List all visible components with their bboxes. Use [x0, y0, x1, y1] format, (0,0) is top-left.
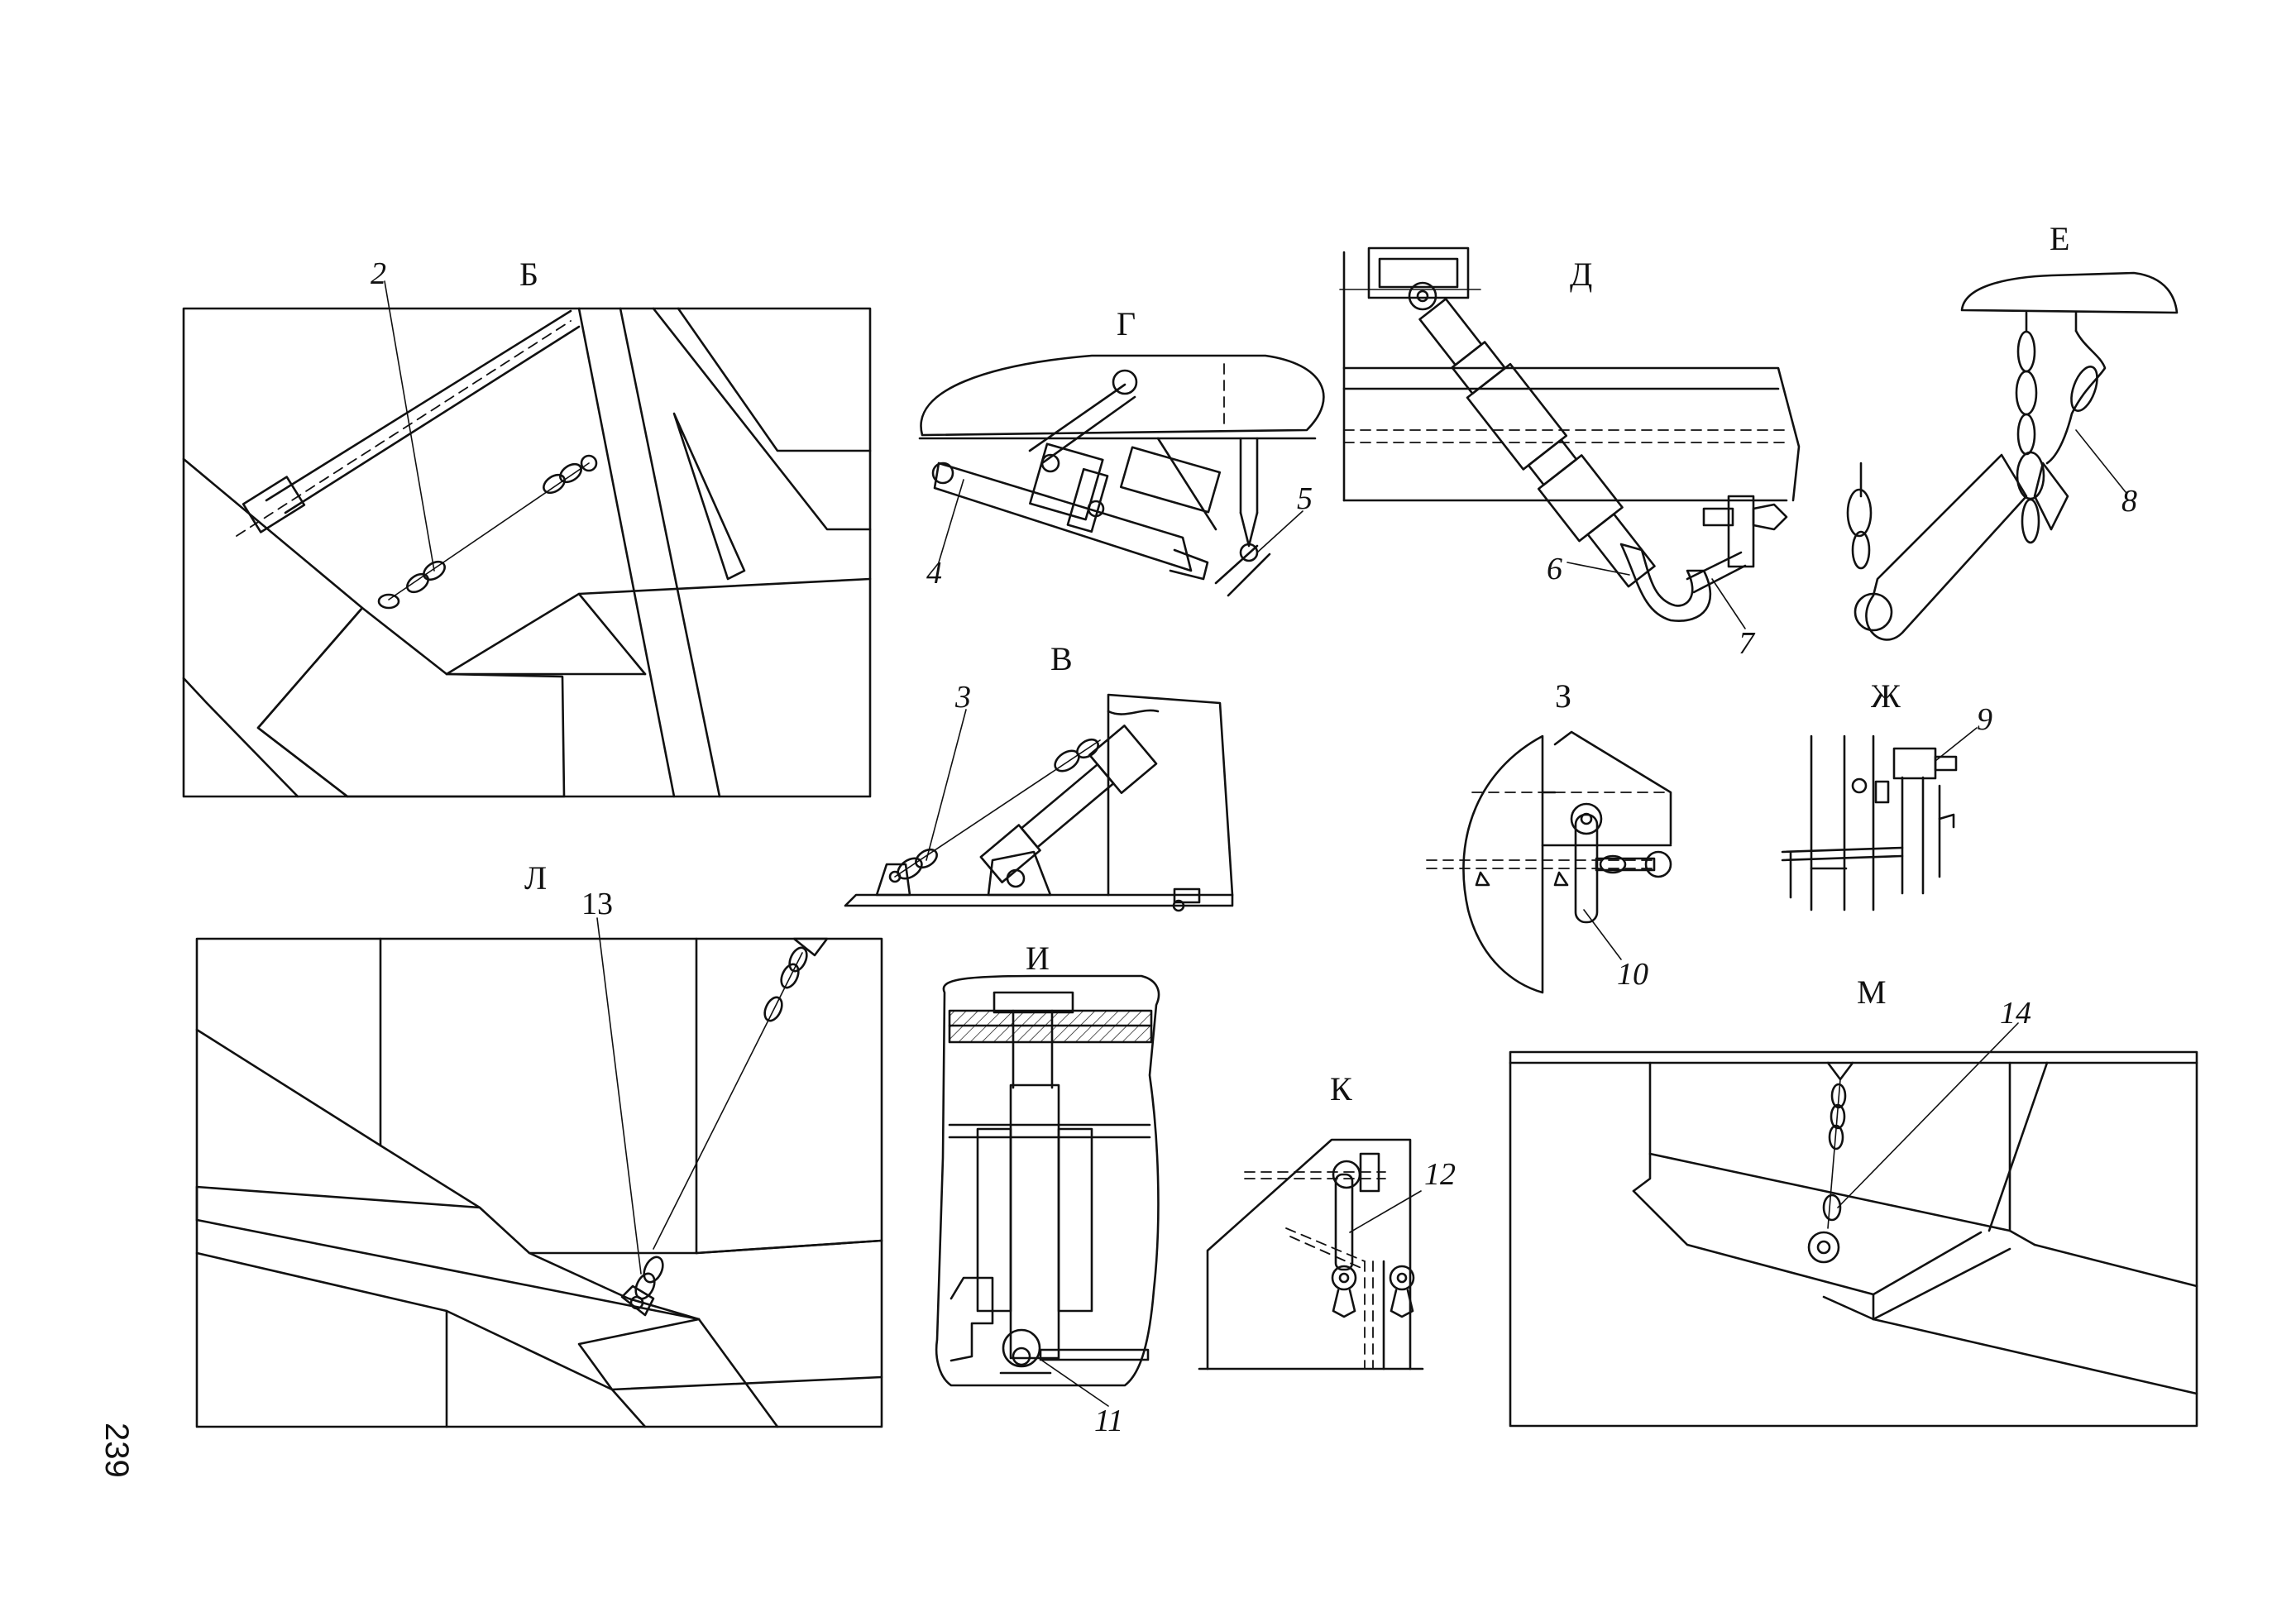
leader-5 — [1256, 510, 1303, 553]
view-b-chain — [377, 454, 598, 610]
view-m: 14 М — [1509, 973, 2198, 1428]
view-m-label: М — [1857, 973, 1887, 1011]
view-k-body — [1206, 1138, 1412, 1370]
callout-6: 6 — [1547, 552, 1562, 586]
view-e-beam — [1960, 271, 2179, 314]
leader-13 — [596, 917, 642, 1275]
leader-11 — [1041, 1360, 1109, 1407]
leader-3 — [926, 709, 967, 861]
view-d-label: Д — [1570, 256, 1592, 293]
leader-12 — [1349, 1190, 1422, 1233]
callout-11: 11 — [1094, 1404, 1123, 1438]
view-e-label: Е — [2050, 220, 2069, 257]
view-g: 4 5 Г — [918, 305, 1325, 597]
view-v-label: В — [1050, 640, 1073, 677]
leader-4 — [938, 479, 964, 563]
callout-14: 14 — [2000, 996, 2031, 1031]
callout-2: 2 — [371, 256, 386, 291]
view-i-body — [935, 974, 1160, 1387]
page-number: 239 — [98, 1423, 135, 1478]
callout-7: 7 — [1739, 626, 1756, 661]
callout-9: 9 — [1977, 702, 1992, 737]
leader-9 — [1935, 727, 1978, 762]
callout-8: 8 — [2121, 484, 2137, 519]
leader-14 — [1837, 1022, 2019, 1208]
callout-12: 12 — [1424, 1157, 1456, 1192]
leader-6 — [1567, 562, 1630, 576]
view-l: 13 Л — [195, 859, 883, 1428]
view-l-label: Л — [524, 859, 547, 897]
view-b-frame — [182, 307, 872, 798]
view-z: 10 З — [1426, 677, 1672, 994]
view-d: 6 7 Д — [1339, 246, 1801, 661]
leader-2 — [384, 280, 435, 572]
view-g-label: Г — [1117, 305, 1136, 342]
view-m-frame — [1509, 1050, 2198, 1428]
view-zh: 9 Ж — [1781, 677, 1992, 911]
view-v: 3 В — [844, 640, 1234, 912]
view-e: 8 Е — [1846, 220, 2179, 641]
callout-10: 10 — [1617, 957, 1648, 992]
leader-7 — [1711, 578, 1746, 629]
view-k-label: К — [1330, 1070, 1352, 1107]
view-i-label: И — [1026, 940, 1050, 977]
view-zh-label: Ж — [1871, 677, 1901, 715]
leader-10 — [1583, 909, 1622, 960]
view-b-strut — [265, 309, 572, 502]
view-z-body — [1462, 734, 1544, 994]
view-i: 11 И — [935, 940, 1160, 1438]
callout-4: 4 — [926, 556, 942, 591]
view-z-label: З — [1555, 677, 1571, 715]
callout-5: 5 — [1297, 481, 1313, 516]
leader-8 — [2075, 429, 2126, 493]
callout-13: 13 — [581, 887, 613, 921]
view-k: 12 К — [1198, 1070, 1456, 1370]
view-l-frame — [195, 937, 883, 1428]
callout-3: 3 — [954, 680, 971, 715]
view-e-lever — [1865, 453, 2028, 641]
view-b: 2 Б — [182, 256, 872, 798]
view-b-label: Б — [519, 256, 538, 293]
view-g-body — [920, 354, 1325, 437]
